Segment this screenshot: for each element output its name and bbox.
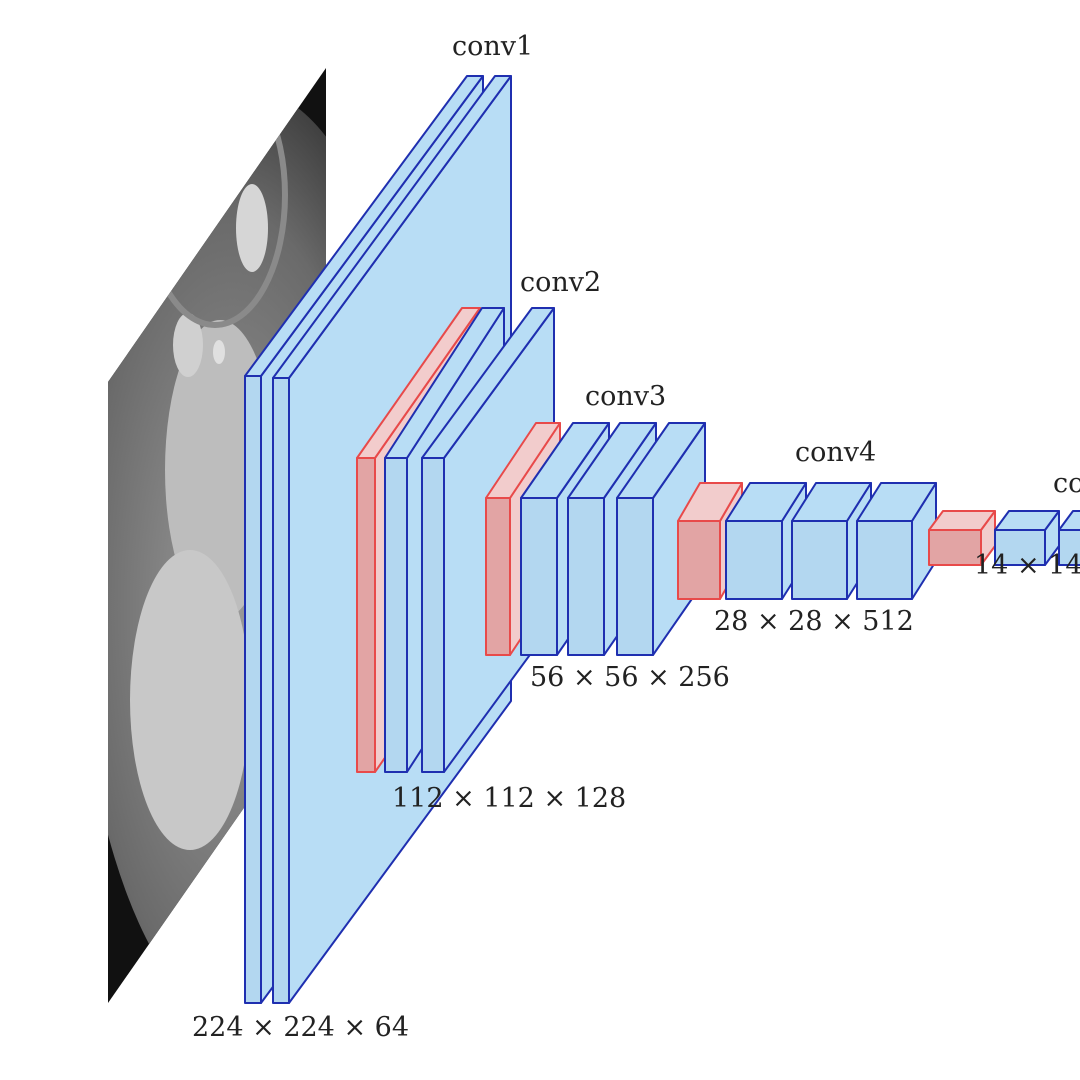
conv5-pool: [928, 510, 996, 566]
conv5-dims: 14 × 14: [974, 550, 1080, 581]
layer-shapes: [244, 75, 1080, 1004]
conv4-slab-3: [856, 482, 937, 600]
conv4-title: conv4: [795, 437, 876, 468]
labels: conv1 224 × 224 × 64 conv2 112 × 112 × 1…: [192, 31, 1080, 1043]
conv5-title: co: [1053, 468, 1080, 499]
conv4-dims: 28 × 28 × 512: [714, 606, 914, 637]
conv5-slab-2: [1058, 510, 1080, 566]
conv2-title: conv2: [520, 267, 601, 298]
conv2-dims: 112 × 112 × 128: [392, 783, 626, 814]
conv1-title: conv1: [452, 31, 533, 62]
conv1-dims: 224 × 224 × 64: [192, 1012, 409, 1043]
conv5-slab-1: [994, 510, 1060, 566]
conv3-title: conv3: [585, 381, 666, 412]
conv3-dims: 56 × 56 × 256: [530, 662, 730, 693]
